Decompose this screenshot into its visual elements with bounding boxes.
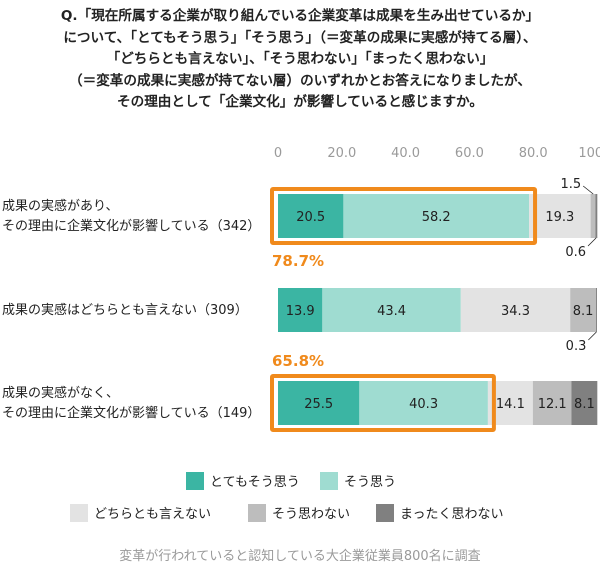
highlight-total-label: 78.7% [272, 252, 324, 270]
data-label: 1.5 [560, 177, 581, 192]
bar-segment [278, 381, 360, 425]
category-label: その理由に企業文化が影響している（342） [2, 218, 260, 234]
question-text: Q.「現在所属する企業が取り組んでいる企業変革は成果を生み出せているか」 につい… [0, 6, 600, 114]
data-label: 43.4 [377, 304, 406, 319]
highlight-total-label: 65.8% [272, 352, 324, 370]
bar-segment [532, 381, 572, 425]
data-label: 13.9 [286, 304, 315, 319]
question-line: （＝変革の成果に実感が持てない層）のいずれかとお答えになりましたが、 [69, 72, 531, 89]
bar-segment [570, 288, 597, 332]
data-label: 19.3 [545, 210, 574, 225]
category-label: 成果の実感はどちらとも言えない（309） [2, 302, 248, 318]
question-line: その理由として「企業文化」が影響していると感じますか。 [117, 94, 483, 110]
question-line: Q.「現在所属する企業が取り組んでいる企業変革は成果を生み出せているか」 [60, 8, 540, 24]
x-tick-label: 20.0 [327, 146, 356, 161]
bar-segment [571, 381, 598, 425]
data-label: 58.2 [422, 210, 451, 225]
callout-line [587, 237, 597, 247]
data-label: 0.6 [565, 245, 586, 260]
data-label: 40.3 [409, 397, 438, 412]
highlight-box [270, 374, 496, 432]
bar-segment [460, 288, 571, 332]
bar-segment [595, 194, 598, 238]
callout-line [582, 185, 594, 195]
bar-segment [529, 194, 591, 238]
data-label: 0.3 [566, 339, 587, 354]
x-tick-label: 80.0 [519, 146, 548, 161]
bar-segment [322, 288, 461, 332]
bar-segment [278, 194, 344, 238]
data-label: 8.1 [574, 397, 595, 412]
bar-segment [278, 288, 323, 332]
data-label: 25.5 [304, 397, 333, 412]
bar-segment [596, 288, 597, 332]
x-tick-label: 0 [274, 146, 282, 161]
data-label: 14.1 [496, 397, 525, 412]
x-tick-label: 100.0 [578, 146, 600, 161]
x-tick-label: 60.0 [455, 146, 484, 161]
bar-segment [590, 194, 596, 238]
bar-segment [343, 194, 530, 238]
x-tick-label: 40.0 [391, 146, 420, 161]
category-label: 成果の実感がなく、 [2, 385, 119, 401]
data-label: 20.5 [296, 210, 325, 225]
callout-line [588, 331, 597, 341]
question-line: 「どちらとも言えない」、「そう思わない」「まったく思わない」 [106, 51, 494, 67]
data-label: 34.3 [501, 304, 530, 319]
survey-note: 変革が行われていると認知している大企業従業員800名に調査 [119, 549, 481, 564]
highlight-box [270, 187, 538, 245]
category-label: 成果の実感があり、 [2, 198, 118, 214]
category-label: その理由に企業文化が影響している（149） [2, 405, 260, 421]
question-line: について、「とてもそう思う」「そう思う」（＝変革の成果に実感が持てる層）、 [63, 29, 537, 46]
bar-segment [359, 381, 488, 425]
data-label: 12.1 [538, 397, 567, 412]
data-label: 8.1 [573, 304, 594, 319]
